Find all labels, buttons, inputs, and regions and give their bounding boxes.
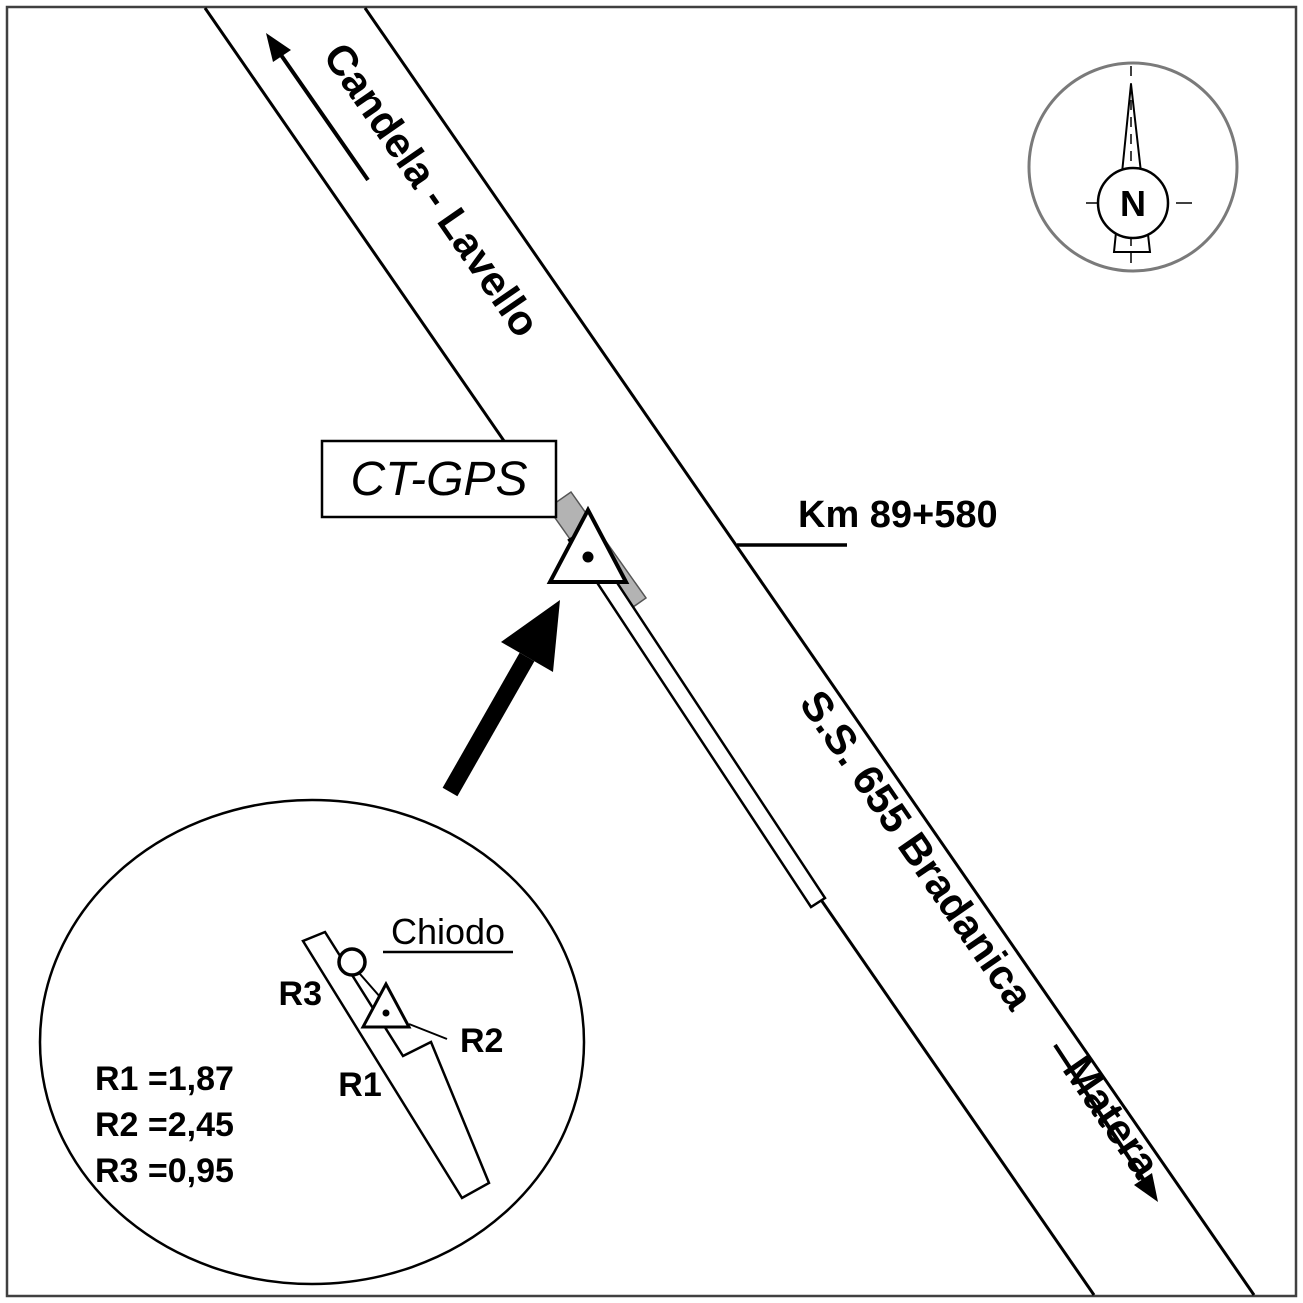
km-marker-label: Km 89+580 xyxy=(798,494,998,536)
inset-r2-line xyxy=(408,1023,448,1040)
inset-r3-label: R3 xyxy=(279,975,322,1013)
inset-road-strip xyxy=(301,930,491,1200)
inset-r2-label: R2 xyxy=(460,1022,503,1060)
measurement-r3: R3 =0,95 xyxy=(95,1152,234,1190)
inset-triangle-icon xyxy=(360,980,412,1029)
inset-title: Chiodo xyxy=(391,911,505,952)
gps-station-center-dot xyxy=(582,551,594,563)
inset-r3-line xyxy=(359,973,382,999)
matera-direction-arrow xyxy=(1053,1043,1158,1202)
compass-north-label: N xyxy=(1120,183,1146,224)
compass-center-circle xyxy=(1096,166,1170,240)
north-compass: N xyxy=(1027,61,1239,273)
measurement-r2: R2 =2,45 xyxy=(95,1106,234,1144)
candela-arrow-head-icon xyxy=(266,33,291,62)
gps-site-group xyxy=(546,490,827,909)
layby-strip xyxy=(567,529,827,909)
station-label-frame xyxy=(320,439,558,519)
station-label-box: CT-GPS xyxy=(320,439,558,519)
inset-center-dot xyxy=(382,1009,390,1017)
inset-r1-label: R1 xyxy=(338,1066,381,1104)
station-label: CT-GPS xyxy=(351,453,528,506)
matera-arrow-shaft xyxy=(1053,1043,1147,1184)
road-edge-right-line xyxy=(363,7,1256,1296)
nail-circle-icon xyxy=(337,947,367,977)
km-marker-group: Km 89+580 xyxy=(737,494,998,547)
frame-border xyxy=(5,5,1298,1298)
matera-arrow-head-icon xyxy=(1134,1173,1158,1202)
pointer-arrow-head-icon xyxy=(501,600,560,672)
pointer-arrow-shaft xyxy=(442,652,535,797)
candela-arrow-shaft xyxy=(279,53,370,182)
destination-top-label: Candela - Lavello xyxy=(315,34,550,345)
gps-station-triangle-icon xyxy=(546,505,630,584)
detail-inset: Chiodo R3 R2 R1 R1 =1,87 R2 =2,45 R3 =0,… xyxy=(38,798,586,1286)
measurement-r1: R1 =1,87 xyxy=(95,1060,234,1098)
destination-bottom-label: Matera xyxy=(1054,1048,1170,1187)
pointer-arrow xyxy=(442,600,560,797)
road-name-label: S.S. 655 Bradanica xyxy=(791,682,1043,1019)
candela-direction-arrow xyxy=(266,33,370,182)
